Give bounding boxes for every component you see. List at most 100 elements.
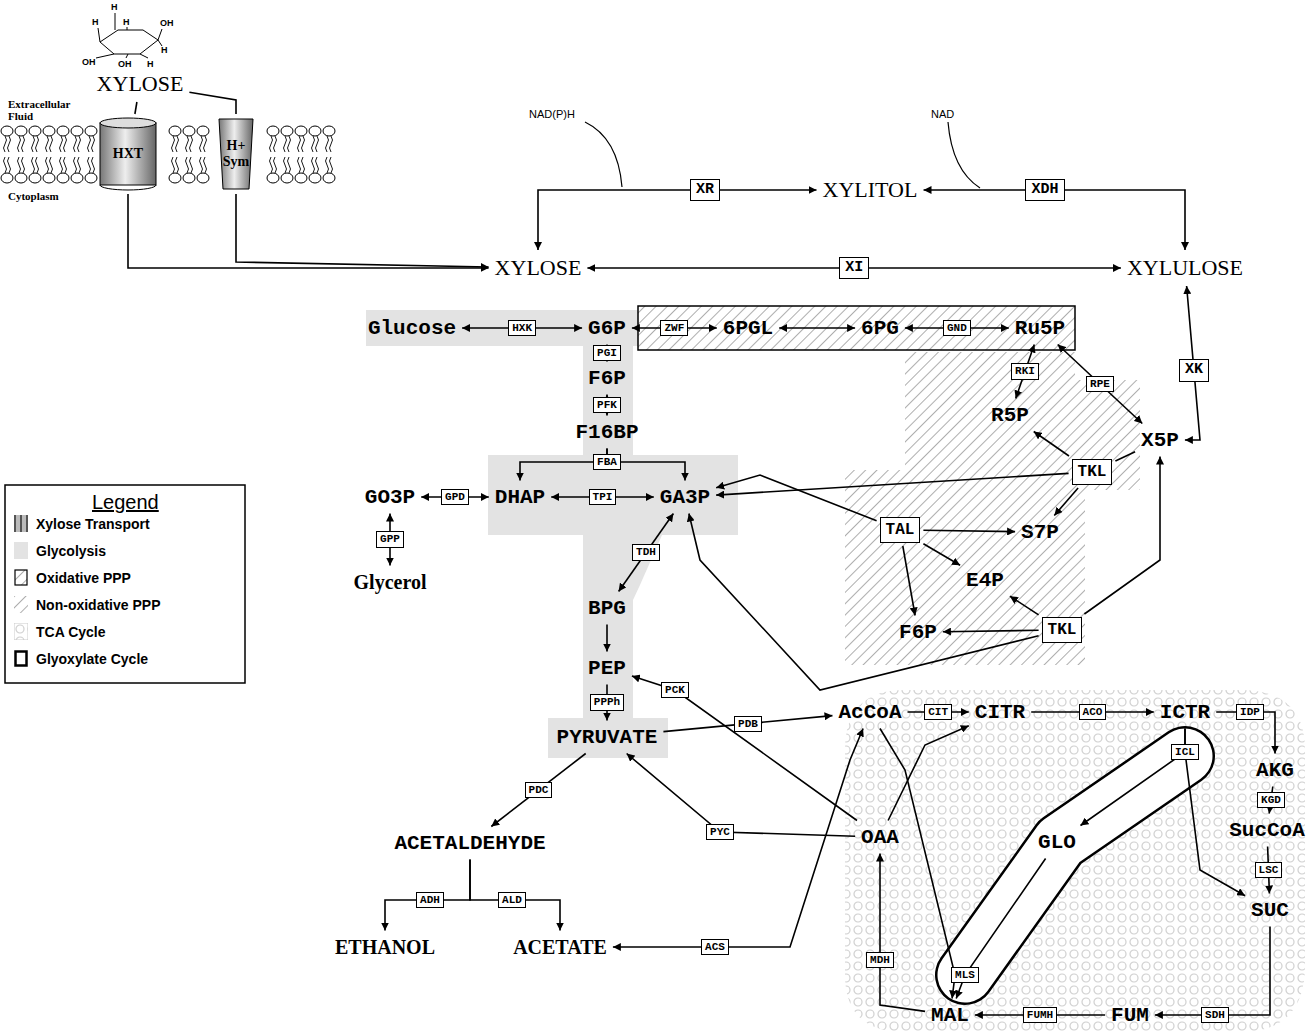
node-text: S7P bbox=[1021, 521, 1059, 544]
enzyme-label: GND bbox=[943, 320, 971, 336]
region-label: Extracellular Fluid bbox=[8, 98, 86, 122]
reaction-arrow bbox=[135, 102, 137, 114]
metabolite-label: SucCoA bbox=[1226, 817, 1308, 844]
enzyme-label: CIT bbox=[924, 704, 952, 720]
node-text: PEP bbox=[588, 657, 626, 680]
reaction-arrow bbox=[1034, 432, 1069, 457]
node-text: F16BP bbox=[575, 421, 638, 444]
legend-row: TCA Cycle bbox=[14, 623, 106, 640]
cofactor-label: NAD(P)H bbox=[528, 108, 576, 120]
enzyme-label: PGI bbox=[593, 345, 621, 361]
node-text: AKG bbox=[1256, 759, 1294, 782]
enzyme-label: XDH bbox=[1025, 179, 1064, 202]
reaction-arrow bbox=[663, 716, 832, 732]
reaction-arrow bbox=[1010, 596, 1039, 615]
region-label: Cytoplasm bbox=[8, 190, 86, 202]
metabolite-label: F16BP bbox=[572, 419, 641, 446]
reaction-arrow bbox=[632, 676, 857, 820]
atom-label: OH bbox=[118, 59, 132, 69]
reaction-arrow bbox=[716, 475, 876, 521]
legend-text: Glyoxylate Cycle bbox=[36, 651, 148, 667]
node-text: TAL bbox=[886, 521, 915, 539]
legend-row: Glyoxylate Cycle bbox=[14, 650, 148, 667]
enzyme-label: FUMH bbox=[1023, 1007, 1057, 1023]
atom-label: H bbox=[123, 17, 130, 27]
reaction-arrow bbox=[888, 726, 969, 821]
reaction-arrow bbox=[619, 514, 674, 592]
enzyme-label: IDP bbox=[1236, 704, 1264, 720]
enzyme-label: HXK bbox=[508, 320, 536, 336]
metabolite-label: XYLOSE bbox=[94, 69, 187, 99]
metabolite-label: XYLOSE bbox=[492, 253, 585, 283]
legend-sample bbox=[14, 515, 28, 532]
reaction-arrow bbox=[470, 860, 560, 931]
enzyme-label: RPE bbox=[1086, 376, 1114, 392]
legend-row: Xylose Transport bbox=[14, 515, 150, 532]
atom-label: OH bbox=[160, 18, 174, 28]
enzyme-label: PPPh bbox=[590, 694, 624, 710]
reaction-arrow bbox=[1081, 729, 1186, 826]
node-text: XYLITOL bbox=[823, 177, 918, 203]
node-text: ETHANOL bbox=[335, 936, 435, 959]
legend-text: Non-oxidative PPP bbox=[36, 597, 160, 613]
metabolite-label: MAL bbox=[928, 1002, 972, 1029]
enzyme-label: ADH bbox=[416, 892, 444, 908]
node-text: 6PGL bbox=[723, 317, 773, 340]
enzyme-label: XR bbox=[690, 179, 720, 202]
node-text: X5P bbox=[1141, 429, 1179, 452]
enzyme-box: TAL bbox=[880, 517, 921, 543]
metabolite-label: SUC bbox=[1248, 897, 1292, 924]
enzyme-label: ALD bbox=[498, 892, 526, 908]
node-text: SucCoA bbox=[1229, 819, 1305, 842]
reaction-arrow bbox=[1058, 345, 1143, 424]
node-text: BPG bbox=[588, 597, 626, 620]
reaction-arrow bbox=[613, 729, 863, 948]
metabolite-label: GA3P bbox=[657, 484, 713, 511]
reaction-arrow bbox=[923, 530, 1015, 531]
enzyme-label: PFK bbox=[593, 397, 621, 413]
metabolite-label: F6P bbox=[585, 365, 629, 392]
metabolite-label: BPG bbox=[585, 595, 629, 622]
legend-sample bbox=[14, 650, 28, 667]
metabolite-label: DHAP bbox=[492, 484, 548, 511]
node-text: OAA bbox=[861, 826, 899, 849]
metabolite-label: FUM bbox=[1108, 1002, 1152, 1029]
reaction-arrow bbox=[880, 854, 925, 1012]
node-text: SUC bbox=[1251, 899, 1289, 922]
node-text: GO3P bbox=[365, 486, 415, 509]
enzyme-label: MLS bbox=[951, 967, 979, 983]
node-text: E4P bbox=[966, 569, 1004, 592]
reaction-arrow bbox=[923, 544, 960, 566]
atom-label: H bbox=[92, 17, 99, 27]
metabolite-label: PYRUVATE bbox=[554, 724, 661, 751]
enzyme-label: PDC bbox=[525, 782, 553, 798]
metabolite-label: XYLULOSE bbox=[1124, 253, 1246, 283]
node-text: ACETALDEHYDE bbox=[394, 832, 545, 855]
product-label: ACETATE bbox=[510, 934, 610, 961]
reaction-arrow bbox=[606, 625, 608, 652]
legend-sample bbox=[14, 569, 28, 586]
reaction-arrow bbox=[716, 473, 1068, 495]
atom-label: OH bbox=[82, 57, 96, 67]
legend-swatch bbox=[14, 542, 28, 559]
enzyme-label: PDB bbox=[734, 716, 762, 732]
transporter: H+ Sym bbox=[218, 117, 254, 191]
enzyme-label: GPD bbox=[441, 489, 469, 505]
metabolite-label: AcCoA bbox=[835, 699, 904, 726]
enzyme-label: GPP bbox=[376, 531, 404, 547]
node-text: FUM bbox=[1111, 1004, 1149, 1027]
legend-text: TCA Cycle bbox=[36, 624, 106, 640]
enzyme-label: ZWF bbox=[660, 320, 688, 336]
enzyme-label: XK bbox=[1179, 359, 1209, 382]
node-text: XYLOSE bbox=[97, 71, 184, 97]
atom-label: H bbox=[111, 2, 118, 12]
node-text: Glycerol bbox=[354, 571, 427, 594]
node-text: H+ Sym bbox=[218, 138, 254, 170]
enzyme-label: KGD bbox=[1257, 792, 1285, 808]
reaction-arrow bbox=[903, 546, 915, 616]
node-text: PYRUVATE bbox=[557, 726, 658, 749]
legend-sample bbox=[14, 596, 28, 613]
node-text: GA3P bbox=[660, 486, 710, 509]
